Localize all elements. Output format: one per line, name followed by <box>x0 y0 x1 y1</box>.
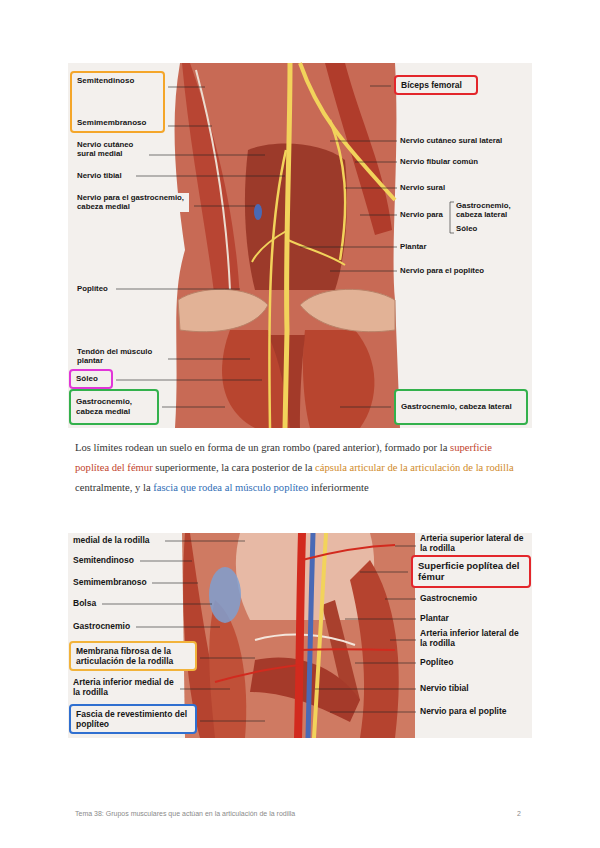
highlight-box: Sóleo <box>69 369 113 389</box>
structure-label: Gastrocnemio, cabeza medial <box>76 397 152 416</box>
skin-flap <box>178 289 268 331</box>
highlight-box: Gastrocnemio, cabeza lateral <box>394 389 528 425</box>
part-label: Sóleo <box>456 224 477 233</box>
nerve-branch <box>252 230 345 265</box>
tibial-nerve <box>285 63 290 428</box>
structure-label: Gastrocnemio, cabeza lateral <box>401 402 521 412</box>
part-label: Arteria inferior lateral de la rodilla <box>420 628 528 648</box>
page-number: 2 <box>517 810 521 818</box>
semitendinosus-muscle <box>182 63 240 300</box>
part-label: Nervio fibular común <box>400 157 478 166</box>
paragraph-text: cápsula articular de la articulación de … <box>315 462 514 473</box>
sural-nerve <box>269 150 286 428</box>
part-label: Nervio cutáneo sural medial <box>77 140 149 159</box>
paragraph-text: inferiormente <box>311 482 369 493</box>
part-label: Gastrocnemio <box>420 593 477 603</box>
flesh <box>182 533 415 738</box>
part-label: Nervio tibial <box>77 171 122 180</box>
highlight-box: Fascia de revestimiento del poplíteo <box>69 704 197 734</box>
footer-text: Tema 38: Grupos musculares que actúan en… <box>75 810 295 818</box>
skin-flap <box>300 289 395 331</box>
tendon <box>196 70 230 290</box>
part-label: Plantar <box>400 242 426 251</box>
highlight-box: Membrana fibrosa de la articulación de l… <box>69 641 197 671</box>
part-label: Plantar <box>420 613 449 623</box>
paragraph-text: Los límites rodean un suelo en forma de … <box>75 442 447 453</box>
highlight-box: Gastrocnemio, cabeza medial <box>69 389 159 425</box>
part-label: Gastrocnemio, cabeza lateral <box>456 201 528 220</box>
popliteal-vein <box>308 533 313 738</box>
capsule-fibers <box>255 635 355 645</box>
popliteal-artery <box>298 533 302 738</box>
part-label: Nervio tibial <box>420 683 469 693</box>
part-label: Semimembranoso <box>73 577 147 587</box>
image-ground <box>68 533 532 738</box>
structure-label: Semitendinoso <box>77 76 158 86</box>
genicular-arteries <box>215 545 395 682</box>
part-label: Poplíteo <box>77 284 108 293</box>
part-label: Nervio sural <box>400 183 445 192</box>
part-label: Gastrocnemio <box>73 621 130 631</box>
part-label: Nervio para el gastrocnemio, cabeza medi… <box>77 193 189 212</box>
structure-label: Semimembranoso <box>77 118 158 128</box>
structure-label: Superficie poplítea del fémur <box>418 560 524 583</box>
part-label: medial de la rodilla <box>73 535 150 545</box>
gastrocnemius-lateral <box>303 330 374 428</box>
part-label: Arteria superior lateral de la rodilla <box>420 533 528 553</box>
part-label: Semitendinoso <box>73 555 134 565</box>
part-label: Tendón del músculo plantar <box>77 347 165 366</box>
highlight-box: Bíceps femoral <box>394 75 478 95</box>
tibial-nerve <box>314 533 326 738</box>
vessel <box>254 204 262 220</box>
paragraph-text: centralmente, y la <box>75 482 151 493</box>
leader-lines <box>116 86 454 407</box>
paragraph-text: fascia que rodea al músculo poplíteo <box>153 482 308 493</box>
structure-label: Bíceps femoral <box>401 80 471 90</box>
highlight-box: Superficie poplítea del fémur <box>411 555 531 588</box>
part-label: Nervio para el poplíteo <box>400 266 484 275</box>
bursa <box>209 567 241 623</box>
part-label: Nervio cutáneo sural lateral <box>400 136 530 145</box>
paragraph-text: superiormente, la cara posterior de la <box>155 462 312 473</box>
part-label: Poplíteo <box>420 657 454 667</box>
body-paragraph: Los límites rodean un suelo en forma de … <box>75 438 527 498</box>
image-ground <box>68 63 532 428</box>
structure-label: Fascia de revestimiento del poplíteo <box>76 709 190 729</box>
popliteus <box>250 657 360 722</box>
part-label: Nervio para el poplite <box>420 706 506 716</box>
structure-label: Membrana fibrosa de la articulación de l… <box>76 646 190 666</box>
structure-label: Sóleo <box>76 374 106 384</box>
part-label: Nervio para <box>400 210 443 219</box>
part-label: Bolsa <box>73 598 96 608</box>
popliteal-fossa <box>245 143 347 290</box>
part-label: Arteria inferior medial de la rodilla <box>73 677 177 697</box>
fibular-nerve <box>300 63 395 200</box>
highlight-box: SemitendinosoSemimembranoso <box>70 71 165 133</box>
flesh <box>175 63 400 428</box>
